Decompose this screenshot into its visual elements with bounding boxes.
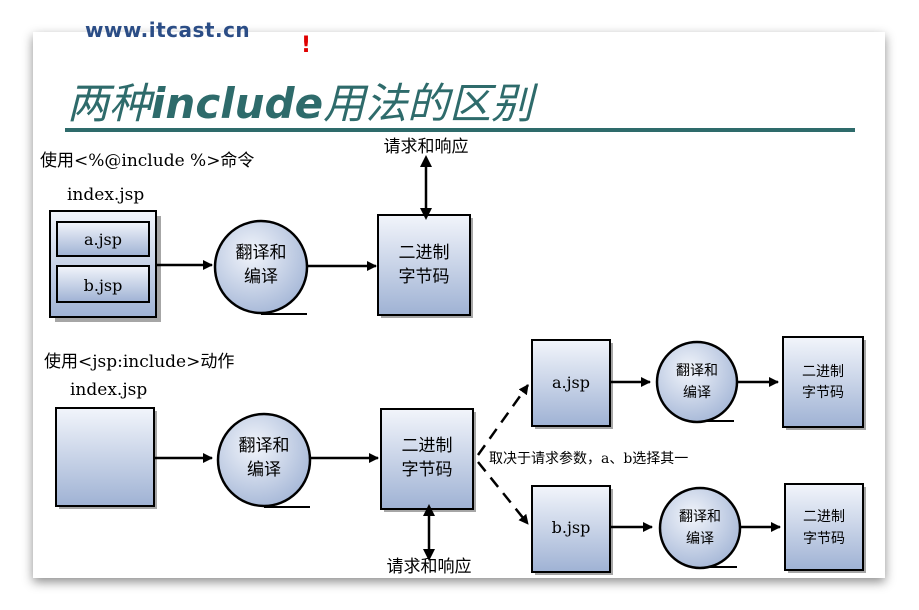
title-divider: [65, 128, 855, 132]
translate-a-line1: 翻译和: [676, 363, 718, 379]
section1-index-label: index.jsp: [67, 185, 144, 205]
file-b-label: b.jsp: [552, 518, 591, 537]
site-url: www.itcast.cn: [85, 18, 251, 42]
bytecode-box-1: [377, 214, 471, 316]
branch-label: 取决于请求参数，a、b选择其一: [489, 450, 688, 467]
translate-a-line2: 编译: [683, 385, 711, 401]
file-b-box: [531, 485, 611, 573]
translate-circle-2: [216, 412, 312, 508]
translate-b-line1: 翻译和: [679, 509, 721, 525]
index-box-2: [55, 407, 155, 507]
translate2-line2: 编译: [247, 460, 281, 480]
request-label-2: 请求和响应: [387, 557, 472, 577]
bytecode2-line1: 二进制: [402, 436, 453, 456]
branch-arrow-a: [476, 384, 530, 456]
translate-b-line2: 编译: [686, 531, 714, 547]
file-a-label: a.jsp: [552, 373, 590, 392]
bytecode-a-line1: 二进制: [802, 364, 844, 380]
title-part1: 两种: [67, 79, 152, 128]
section2-index-label: index.jsp: [70, 380, 147, 400]
translate-circle-1: [213, 219, 309, 315]
bytecode-box-b: [784, 483, 864, 571]
section2-label: 使用<jsp:include>动作: [44, 351, 234, 372]
bytecode-a-line2: 字节码: [802, 385, 844, 401]
bytecode-box-a: [782, 336, 864, 428]
inner-file-b-label: b.jsp: [84, 276, 123, 295]
bytecode1-line2: 字节码: [399, 267, 450, 287]
branch-arrow-b: [477, 461, 529, 525]
bytecode-box-2: [380, 408, 474, 510]
bytecode-b-line1: 二进制: [803, 509, 845, 525]
bytecode-b-line2: 字节码: [803, 531, 845, 547]
translate-circle-b: [658, 486, 742, 570]
translate-circle-a: [655, 340, 739, 424]
file-a-box: [531, 339, 611, 427]
bytecode2-line2: 字节码: [402, 460, 453, 480]
inner-file-b-box: [56, 265, 150, 303]
section1-label: 使用<%@include %>命令: [40, 150, 254, 171]
request-label-1: 请求和响应: [384, 137, 469, 157]
title-part3: 用法的区别: [323, 79, 534, 128]
inner-file-a-label: a.jsp: [84, 230, 122, 249]
slide-title: 两种include用法的区别: [67, 70, 533, 131]
translate2-line1: 翻译和: [239, 436, 290, 456]
annotation-marker: !: [301, 33, 312, 58]
inner-file-a-box: [56, 221, 150, 257]
translate1-line1: 翻译和: [236, 243, 287, 263]
title-part2: include: [151, 79, 324, 128]
bytecode1-line1: 二进制: [399, 243, 450, 263]
translate1-line2: 编译: [244, 267, 278, 287]
